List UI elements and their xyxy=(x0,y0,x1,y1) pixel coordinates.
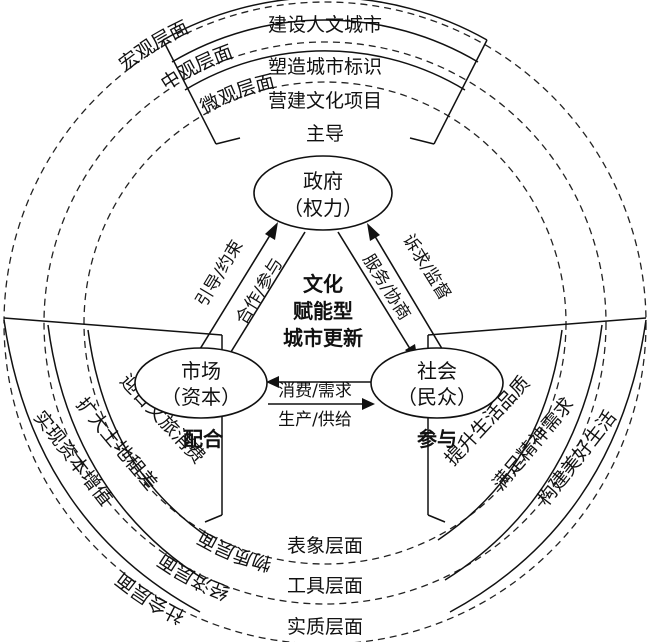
top-band: 建设人文城市 塑造城市标识 营建文化项目 主导 xyxy=(162,0,488,145)
guide-constrain-label: 引导/约束 xyxy=(192,237,247,311)
top-band-item-3: 营建文化项目 xyxy=(268,90,382,112)
society-label: 社会 xyxy=(417,359,457,383)
physical-level-label: 物质层面 xyxy=(194,526,274,575)
market-label: 市场 xyxy=(181,359,221,383)
market-to-society-arrow xyxy=(268,398,375,410)
market-to-government-arrow xyxy=(191,222,278,363)
society-sublabel: （民众） xyxy=(397,385,477,409)
top-band-item-1: 建设人文城市 xyxy=(268,14,382,36)
society-node: 社会 （民众） xyxy=(370,347,504,419)
market-sublabel: （资本） xyxy=(161,385,241,409)
center-title-line-2: 赋能型 xyxy=(293,299,353,323)
substance-level-label: 实质层面 xyxy=(287,616,363,638)
society-to-market-arrow xyxy=(266,376,373,388)
market-node: 市场 （资本） xyxy=(134,347,268,419)
produce-supply-label: 生产/供给 xyxy=(278,410,352,430)
society-role-caption: 参与 xyxy=(417,427,457,451)
government-label: 政府 xyxy=(303,169,343,193)
cooperate-participate-label: 合作/参与 xyxy=(232,255,287,329)
consume-demand-label: 消费/需求 xyxy=(278,381,352,401)
top-band-caption: 主导 xyxy=(306,123,344,145)
surface-level-label: 表象层面 xyxy=(287,535,363,557)
center-title-line-1: 文化 xyxy=(303,272,343,296)
market-role-caption: 配合 xyxy=(183,427,224,451)
appeal-supervise-label: 诉求/监督 xyxy=(398,231,454,304)
middle-ring xyxy=(43,41,607,605)
government-sublabel: （权力） xyxy=(283,196,363,220)
government-node: 政府 （权力） xyxy=(253,155,393,231)
top-band-item-2: 塑造城市标识 xyxy=(268,56,382,78)
tool-level-label: 工具层面 xyxy=(287,575,363,597)
society-to-government-arrow xyxy=(367,223,445,353)
inner-ring xyxy=(83,81,567,565)
center-title-line-3: 城市更新 xyxy=(283,326,363,350)
